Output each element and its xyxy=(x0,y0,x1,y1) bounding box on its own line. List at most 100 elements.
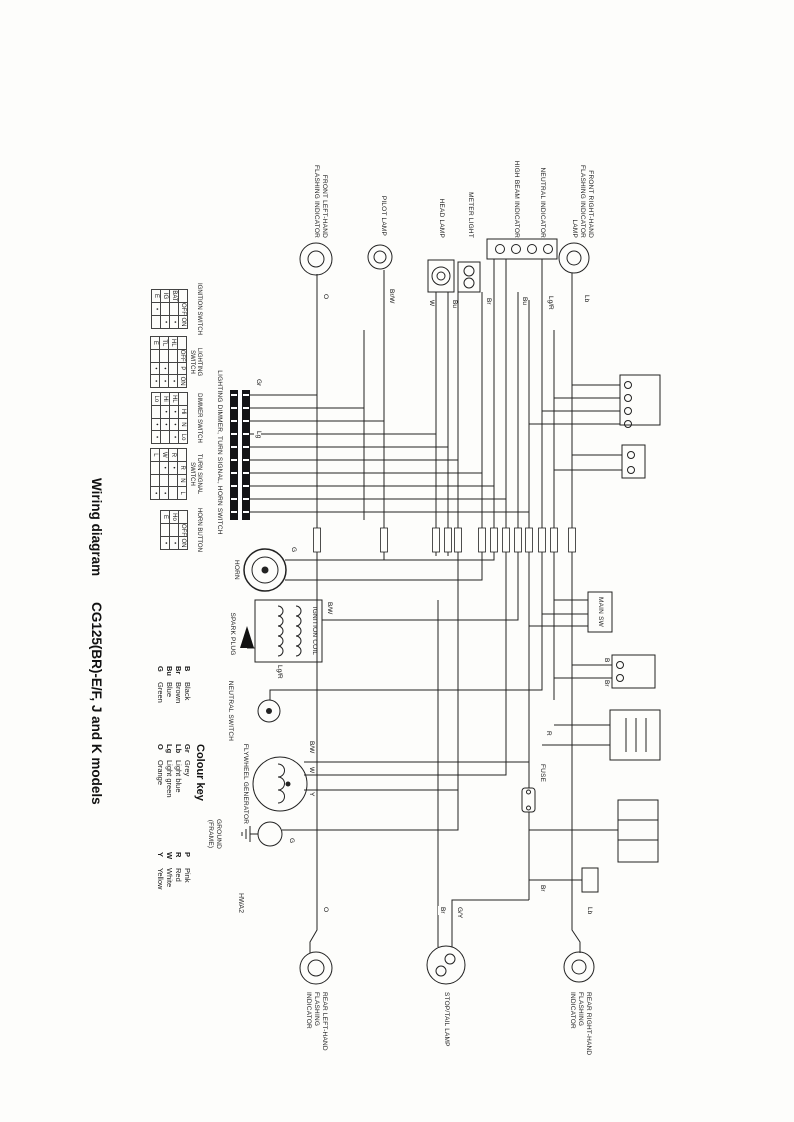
wire-code: Br/W xyxy=(387,288,395,305)
colour-key-column-3: P Pink R Red W White Y Yellow xyxy=(156,852,192,889)
wire-code: Lb xyxy=(585,906,593,916)
label-front-left-indicator: FRONT LEFT-HAND FLASHING INDICATOR xyxy=(312,164,328,238)
colour-key-entry: G Green xyxy=(156,666,165,703)
label-rear-right-indicator: REAR RIGHT-HAND FLASHING INDICATOR xyxy=(568,992,592,1056)
switch-table-label: DIMMER SWITCH xyxy=(196,393,202,443)
label-neutral-indicator: NEUTRAL INDICATOR xyxy=(539,167,546,238)
colour-abbr: W xyxy=(165,852,174,860)
right-side-blocks xyxy=(587,374,661,689)
wire-code: Gr xyxy=(254,378,262,388)
rear-lamp-symbols xyxy=(299,945,595,985)
label-flywheel-generator: FLYWHEEL GENERATOR xyxy=(242,743,249,825)
wire-code: Lg/R xyxy=(546,295,554,311)
wire-code: W xyxy=(307,766,315,775)
wire-lines xyxy=(250,259,622,953)
flywheel-generator-symbol xyxy=(252,756,308,812)
wire-code: Bu xyxy=(450,299,458,309)
colour-abbr: Gr xyxy=(183,744,192,753)
diagram-title-product: Wiring diagram xyxy=(89,478,104,577)
ground-symbol xyxy=(241,821,283,847)
colour-key-entry: Y Yellow xyxy=(156,852,165,889)
colour-abbr: O xyxy=(156,744,165,750)
colour-name: Red xyxy=(174,868,183,882)
colour-name: Grey xyxy=(183,760,192,777)
wire-code: W xyxy=(427,299,435,308)
wire-code: O xyxy=(321,293,329,301)
wire-code: G xyxy=(289,546,297,554)
colour-key-column-2: GrGrey LbLight blue LgLight green OOrang… xyxy=(156,744,192,798)
colour-name: Light green xyxy=(165,760,174,798)
colour-abbr: Y xyxy=(156,852,165,858)
diagram-title: Wiring diagramCG125(BR)-E/F, J and K mod… xyxy=(89,478,104,805)
wire-code: Lb xyxy=(582,294,590,304)
colour-key-entry: B Black xyxy=(183,666,192,703)
wire-code: Lg/R xyxy=(275,664,283,680)
colour-abbr: G xyxy=(156,666,165,672)
label-horn: HORN xyxy=(233,560,240,580)
switch-table-label: IGNITION SWITCH xyxy=(196,283,202,335)
colour-name: Light blue xyxy=(174,760,183,793)
inline-connectors xyxy=(313,527,576,553)
colour-key-entry: R Red xyxy=(174,852,183,889)
label-ignition-coil: IGNITION COIL xyxy=(311,606,318,656)
colour-abbr: R xyxy=(174,852,183,858)
neutral-switch-symbol xyxy=(257,699,281,723)
diagram-code: HWA2 xyxy=(237,893,244,913)
label-switch-assembly: LIGHTING DIMMER, TURN SIGNAL, HORN SWITC… xyxy=(216,370,223,535)
colour-name: Yellow xyxy=(156,868,165,890)
colour-abbr: Lb xyxy=(174,744,183,754)
switch-table-label: LIGHTING SWITCH xyxy=(188,347,202,377)
front-lamp-symbols xyxy=(299,238,590,293)
wire-code: B/W xyxy=(325,601,333,616)
colour-abbr: Bu xyxy=(165,666,174,676)
colour-abbr: B xyxy=(183,666,192,672)
wire-code: Br xyxy=(484,297,492,306)
colour-key-entry: LbLight blue xyxy=(174,744,183,798)
colour-name: Pink xyxy=(183,868,192,883)
colour-key-entry: OOrange xyxy=(156,744,165,798)
colour-name: White xyxy=(165,868,174,888)
label-high-beam-indicator: HIGH BEAM INDICATOR xyxy=(513,160,520,238)
label-fuse: FUSE xyxy=(539,764,546,783)
colour-name: Black xyxy=(183,682,192,701)
fuse-symbol xyxy=(521,787,536,813)
colour-name: Brown xyxy=(174,682,183,704)
colour-key-entry: BuBlue xyxy=(165,666,174,703)
colour-key-title: Colour key xyxy=(194,744,206,801)
rectifier-block xyxy=(581,799,659,893)
spark-plug-symbol xyxy=(240,626,254,648)
label-main-switch: MAIN SW xyxy=(597,597,604,627)
wire-code: Br xyxy=(602,679,610,688)
colour-key-entry: P Pink xyxy=(183,852,192,889)
colour-name: Green xyxy=(156,682,165,703)
label-meter-light: METER LIGHT xyxy=(467,192,474,238)
wire-code: G/Y xyxy=(455,906,463,920)
colour-abbr: Lg xyxy=(165,744,174,754)
colour-abbr: Br xyxy=(174,666,183,675)
horn-symbol xyxy=(243,548,287,592)
wire-code: Br xyxy=(438,906,446,915)
colour-key-column-1: B Black BrBrown BuBlue G Green xyxy=(156,666,192,703)
wire-code: O xyxy=(321,906,329,914)
label-head-lamp: HEAD LAMP xyxy=(438,198,445,238)
wire-code: Lg xyxy=(254,430,262,440)
wire-code: B/W xyxy=(307,740,315,755)
wire-code: Bu xyxy=(520,296,528,306)
wire-code: R xyxy=(544,730,552,737)
colour-abbr: P xyxy=(183,852,192,858)
wire-code: G xyxy=(287,837,295,845)
label-stop-tail-lamp: STOP/TAIL LAMP xyxy=(443,992,450,1047)
wire-code: Br xyxy=(538,884,546,893)
wire-code: B xyxy=(602,657,610,664)
colour-name: Blue xyxy=(165,682,174,698)
